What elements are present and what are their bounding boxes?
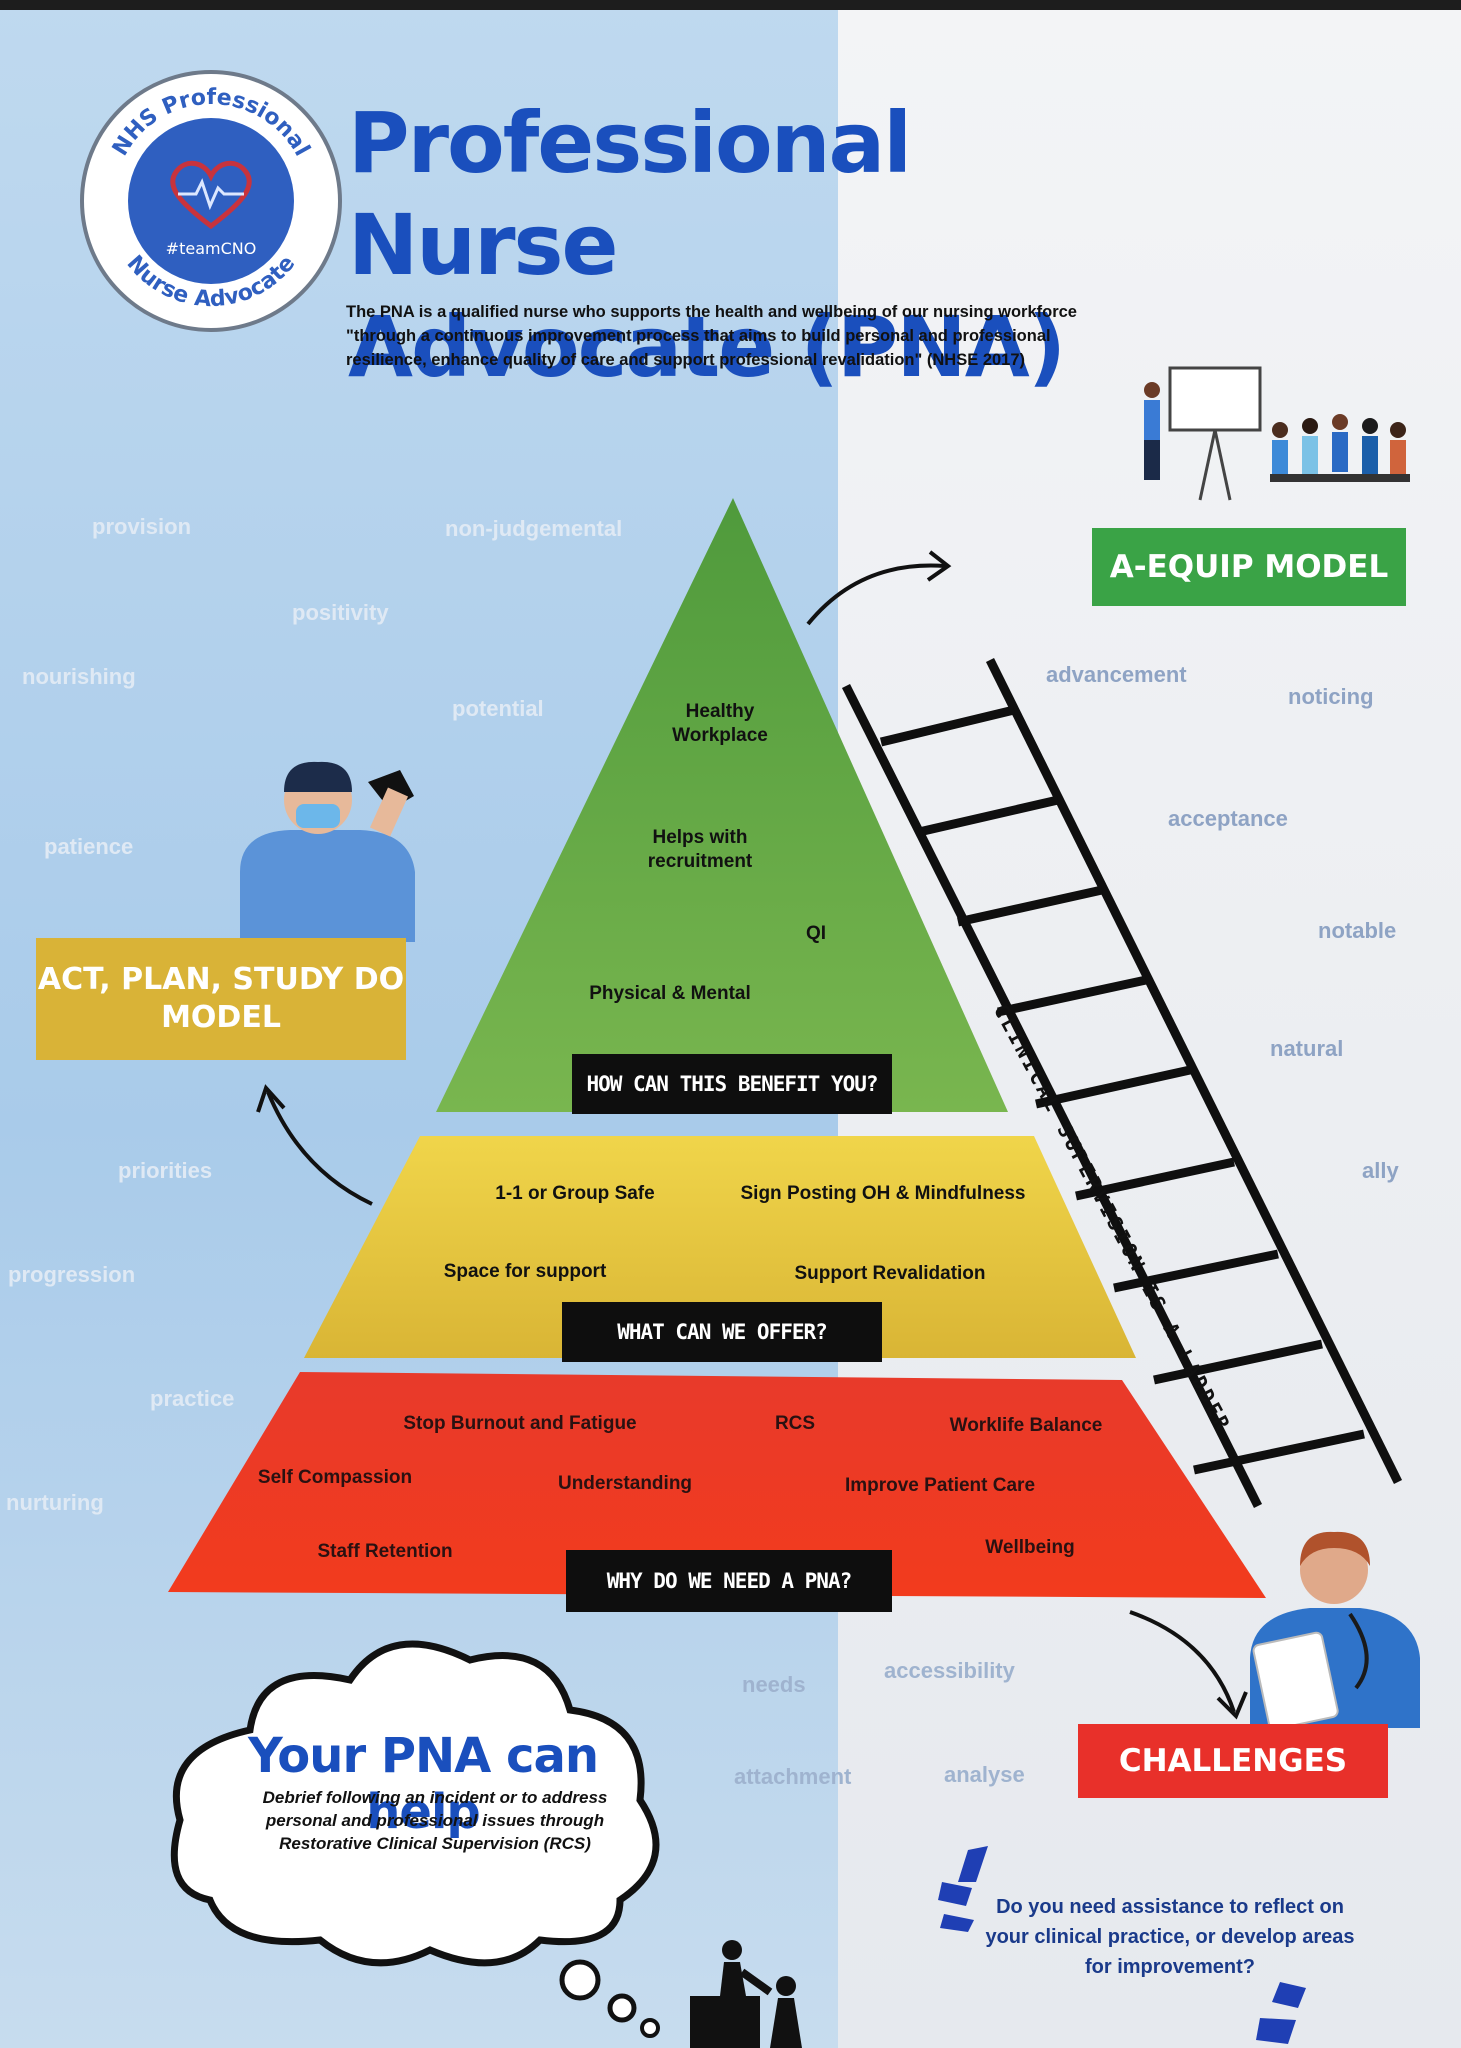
word-attachment: attachment [734,1764,852,1789]
pyramid-top-tier [436,498,1008,1112]
need-burnout: Stop Burnout and Fatigue [403,1413,637,1434]
title-line-1: Professional Nurse [348,94,912,294]
word-nurturing: nurturing [6,1490,104,1515]
title-line-2: Advocate (PNA) [348,298,1066,396]
assistance-question: Do you need assistance to reflect on you… [985,1896,1355,1978]
heart-pulse-icon [170,160,252,230]
word-practice: practice [150,1386,235,1411]
why-need-pna-label: WHY DO WE NEED A PNA? [566,1550,892,1612]
thought-cloud [170,1640,660,2038]
quote-mark-close-icon [1256,1982,1306,2044]
word-ally: ally [1362,1158,1399,1183]
word-potential: potential [452,696,544,721]
nhs-pna-logo: NHS Professional Nurse Advocate #teamCNO [80,70,342,332]
pyramid-middle-tier [304,1136,1136,1358]
word-nourishing: nourishing [22,664,136,689]
word-advancement: advancement [1046,662,1187,687]
word-patience: patience [44,834,134,859]
a-equip-model-box: A-EQUIP MODEL [1092,528,1406,606]
intro-text: The PNA is a qualified nurse who support… [346,303,1077,369]
word-progression: progression [8,1262,136,1287]
need-patient-care: Improve Patient Care [844,1475,1036,1496]
offer-revalidation: Support Revalidation [794,1263,986,1284]
benefit-physical-mental: Physical & Mental [589,983,751,1004]
word-analyse: analyse [944,1762,1025,1787]
need-self-compassion: Self Compassion [257,1467,413,1488]
cloud-title: Your PNA can help [247,1728,599,1840]
offer-space-support: Space for support [443,1261,607,1282]
how-can-this-benefit-label: HOW CAN THIS BENEFIT YOU? [572,1054,892,1114]
word-noticing: noticing [1288,684,1374,709]
quote-mark-icon [938,1846,988,1932]
need-staff-retention: Staff Retention [317,1541,453,1562]
masked-nurse-illustration [240,761,415,942]
act-plan-study-do-box: ACT, PLAN, STUDY DO MODEL [36,938,406,1060]
word-natural: natural [1270,1036,1344,1061]
logo-lettering: NHS Professional Nurse Advocate #teamCNO [108,85,314,312]
word-priorities: priorities [118,1158,213,1183]
offer-group-safe: 1-1 or Group Safe [495,1183,655,1204]
presentation-illustration [1144,366,1410,501]
word-non-judgemental: non-judgemental [445,516,623,541]
page-title: Professional Nurse Advocate (PNA) [348,92,1108,398]
benefit-healthy-workplace: Healthy Workplace [672,701,768,746]
nurse-clipboard-illustration [1250,1531,1420,1728]
word-acceptance: acceptance [1168,806,1288,831]
need-worklife: Worklife Balance [949,1415,1103,1436]
cloud-text: Debrief following an incident or to addr… [262,1788,608,1853]
top-edge [0,0,1461,10]
need-rcs: RCS [774,1413,816,1434]
word-notable: notable [1318,918,1397,943]
benefit-recruitment: Helps with recruitment [647,827,753,872]
word-positivity: positivity [292,600,389,625]
word-needs: needs [742,1672,806,1697]
benefit-qi: QI [805,923,827,944]
offer-signposting: Sign Posting OH & Mindfulness [740,1183,1026,1204]
challenges-box: CHALLENGES [1078,1724,1388,1798]
logo-center-text: #teamCNO [166,239,257,258]
helping-hand-icon [690,1940,802,2048]
need-wellbeing: Wellbeing [985,1537,1075,1558]
word-provision: provision [92,514,192,539]
pyramid-bottom-tier [168,1372,1266,1598]
word-accessibility: accessibility [884,1658,1015,1683]
what-can-we-offer-label: WHAT CAN WE OFFER? [562,1302,882,1362]
need-understanding: Understanding [557,1473,693,1494]
